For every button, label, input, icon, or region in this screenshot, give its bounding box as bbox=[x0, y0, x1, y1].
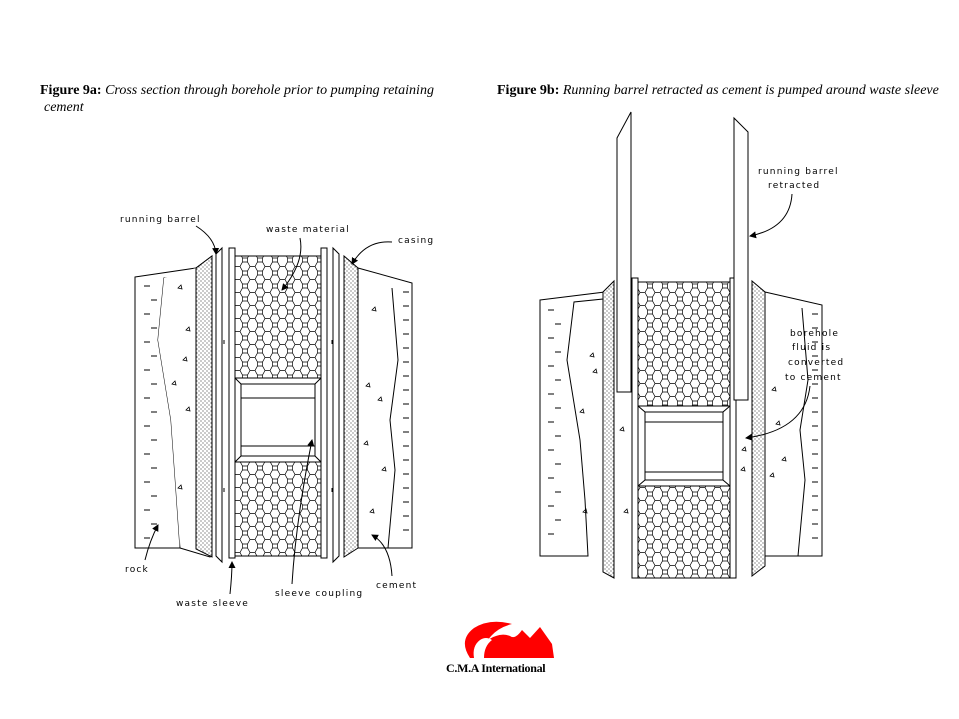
figure-9b-drawing: running barrel retracted borehole fluid … bbox=[539, 111, 844, 579]
waste-sleeve-left-b bbox=[631, 277, 639, 579]
label-borehole-3: converted bbox=[788, 358, 844, 368]
cma-logo-text: C.M.A International bbox=[446, 661, 546, 675]
label-waste-material: waste material bbox=[266, 225, 350, 235]
running-barrel-retracted-left bbox=[616, 111, 632, 393]
figure-9b-number: Figure 9b: bbox=[497, 83, 560, 98]
waste-sleeve-right-b bbox=[729, 277, 737, 579]
label-casing: casing bbox=[398, 236, 434, 246]
label-borehole-1: borehole bbox=[790, 329, 839, 339]
label-sleeve-coupling: sleeve coupling bbox=[275, 589, 363, 599]
leader-waste-sleeve bbox=[228, 561, 236, 595]
leader-borehole-fluid bbox=[745, 385, 811, 441]
cement-marks-left bbox=[171, 284, 191, 490]
leader-waste-material bbox=[281, 237, 302, 291]
waste-sleeve-left bbox=[228, 247, 236, 559]
label-cement: cement bbox=[376, 581, 417, 591]
leader-running-barrel bbox=[195, 225, 220, 255]
rock-right-b bbox=[764, 291, 823, 557]
waste-material-lower-b bbox=[637, 485, 731, 579]
label-rock: rock bbox=[125, 565, 149, 575]
rock-right bbox=[357, 267, 413, 549]
casing-left-b bbox=[602, 279, 615, 579]
running-barrel-left bbox=[215, 246, 223, 564]
figure-9a-caption: Figure 9a: Cross section through borehol… bbox=[40, 82, 480, 116]
cement-marks-annulus bbox=[619, 426, 747, 514]
figure-9a-drawing: running barrel waste material casing roc… bbox=[120, 215, 434, 609]
casing-right bbox=[343, 254, 359, 558]
waste-material-upper bbox=[234, 255, 322, 379]
casing-right-b bbox=[751, 279, 766, 578]
label-borehole-4: to cement bbox=[785, 373, 842, 383]
figure-9a-title-line2: cement bbox=[44, 100, 84, 115]
leader-sleeve-coupling bbox=[291, 439, 315, 585]
figure-9b-caption: Figure 9b: Running barrel retracted as c… bbox=[497, 82, 947, 99]
leader-cement bbox=[371, 534, 393, 577]
waste-material-upper-b bbox=[637, 281, 731, 407]
leader-running-barrel-retracted bbox=[749, 193, 793, 239]
leader-rock bbox=[144, 524, 159, 561]
running-barrel-right bbox=[332, 246, 340, 564]
label-running-barrel-retracted-1: running barrel bbox=[758, 167, 839, 177]
waste-material-lower bbox=[234, 461, 322, 557]
running-barrel-retracted-right bbox=[733, 116, 749, 401]
waste-sleeve-right bbox=[320, 247, 328, 559]
sleeve-coupling bbox=[234, 377, 322, 463]
sleeve-coupling-b bbox=[637, 405, 731, 487]
cma-logo-icon bbox=[464, 621, 554, 658]
label-borehole-2: fluid is bbox=[792, 343, 831, 353]
label-waste-sleeve: waste sleeve bbox=[176, 599, 249, 609]
rock-left-b bbox=[539, 291, 606, 557]
casing-left bbox=[195, 255, 213, 558]
rock-hatch-left bbox=[144, 285, 157, 539]
label-running-barrel: running barrel bbox=[120, 215, 201, 225]
leader-casing bbox=[351, 241, 393, 265]
figure-9b-title: Running barrel retracted as cement is pu… bbox=[562, 83, 939, 98]
figure-9a-title-line1: Cross section through borehole prior to … bbox=[105, 83, 434, 98]
label-running-barrel-retracted-2: retracted bbox=[768, 181, 820, 191]
figure-9a-number: Figure 9a: bbox=[40, 83, 102, 98]
